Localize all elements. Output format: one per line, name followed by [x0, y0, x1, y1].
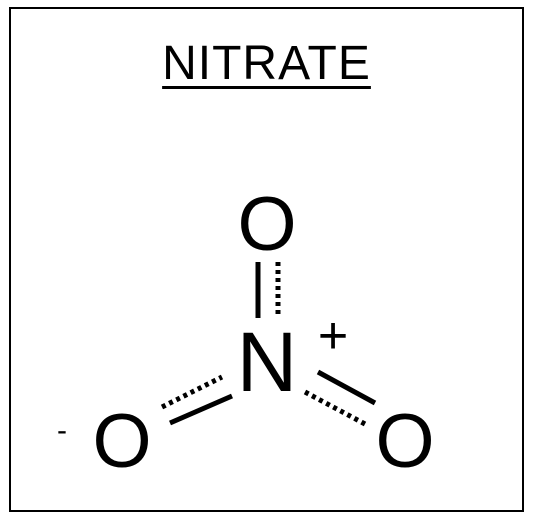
bond-right-solid	[316, 369, 377, 406]
atom-top-oxygen: O	[237, 182, 296, 267]
bond-left-solid	[169, 393, 233, 426]
atom-center-nitrogen: N	[237, 315, 298, 409]
bond-right-dashed	[303, 389, 367, 427]
title: NITRATE	[0, 36, 533, 92]
diagram-frame	[9, 7, 524, 512]
charge-left-minus: -	[57, 414, 67, 447]
atom-right-oxygen: O	[375, 399, 434, 484]
title-text: NITRATE	[162, 37, 371, 90]
charge-center-plus: +	[318, 307, 348, 365]
atom-left-oxygen: O	[92, 399, 151, 484]
bond-left-dashed	[160, 374, 224, 410]
